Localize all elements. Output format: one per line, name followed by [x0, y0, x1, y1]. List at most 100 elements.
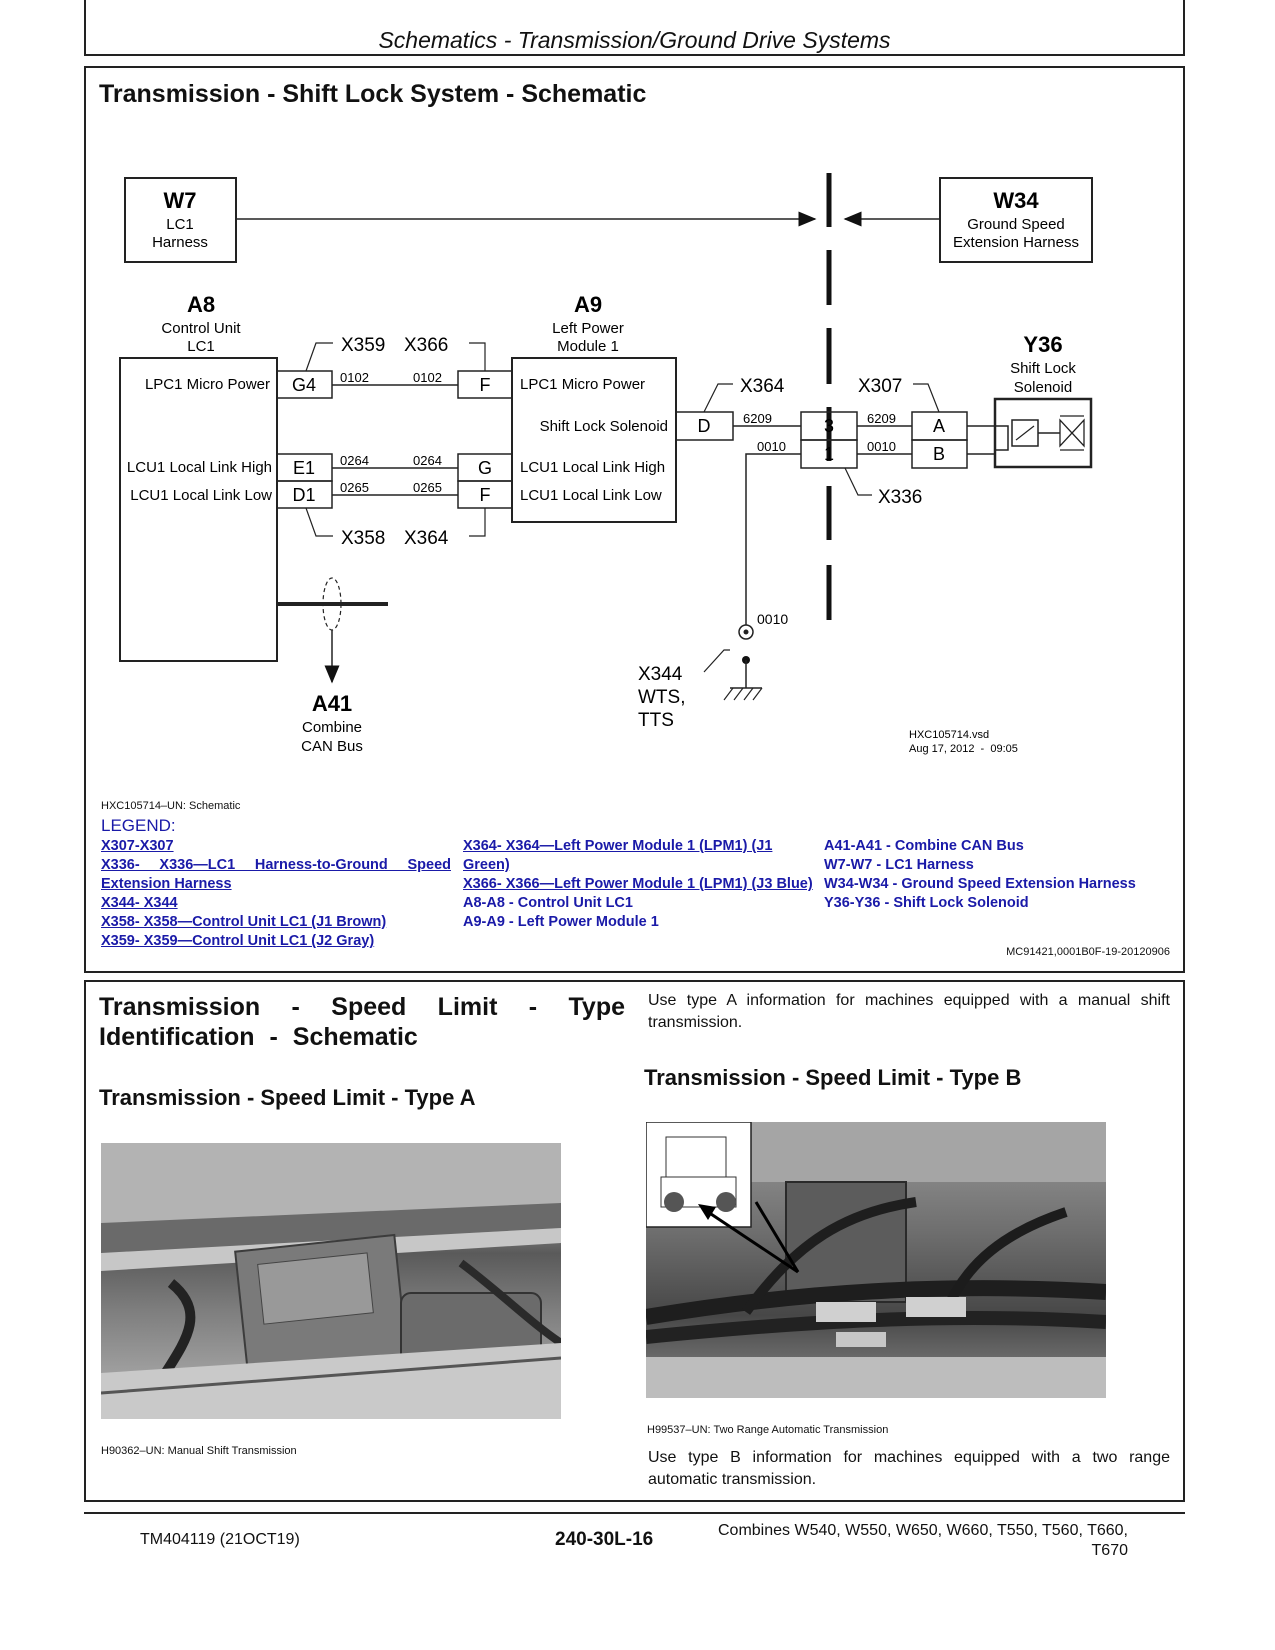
legend-item[interactable]: X344- X344: [101, 894, 451, 913]
a8-pin-lpc1: LPC1 Micro Power: [145, 376, 270, 393]
a9-pin-link-high: LCU1 Local Link High: [520, 459, 665, 476]
type-a-title: Transmission - Speed Limit - Type A: [99, 1085, 476, 1110]
w7-line1: LC1: [166, 216, 194, 233]
legend-link[interactable]: X364- X364—Left Power Module 1 (LPM1) (J…: [463, 838, 773, 873]
legend-heading: LEGEND:: [101, 816, 176, 835]
a8-id: A8: [187, 292, 215, 317]
legend-link[interactable]: X344- X344: [101, 895, 178, 911]
a9-pin-link-low: LCU1 Local Link Low: [520, 487, 662, 504]
pin-b: B: [933, 444, 945, 464]
speed-limit-outro: Use type B information for machines equi…: [648, 1449, 1170, 1488]
wire-6209-left: 6209: [743, 411, 772, 426]
legend-item[interactable]: X366- X366—Left Power Module 1 (LPM1) (J…: [463, 875, 813, 894]
a41-id: A41: [312, 691, 352, 716]
w7-id: W7: [164, 188, 197, 213]
footer-rule: [84, 1512, 1185, 1514]
a8-line1: Control Unit: [161, 320, 241, 337]
y36-box: [993, 397, 1093, 469]
legend-item[interactable]: X364- X364—Left Power Module 1 (LPM1) (J…: [463, 837, 813, 875]
legend-reference: MC91421,0001B0F-19-20120906: [1006, 946, 1170, 958]
w34-line2: Extension Harness: [953, 234, 1079, 251]
y36-id: Y36: [1023, 332, 1062, 357]
file-date: Aug 17, 2012 - 09:05: [909, 743, 1018, 755]
wire-0010-left: 0010: [757, 439, 786, 454]
legend-column-1: X307-X307 X336- X336—LC1 Harness-to-Grou…: [101, 837, 451, 951]
legend-link[interactable]: X366- X366—Left Power Module 1 (LPM1) (J…: [463, 876, 813, 892]
w34-id: W34: [993, 188, 1039, 213]
conn-x359: X359: [341, 335, 385, 356]
type-b-caption: H99537–UN: Two Range Automatic Transmiss…: [647, 1424, 889, 1436]
footer-doc-id: TM404119 (21OCT19): [140, 1531, 300, 1548]
legend-item: Y36-Y36 - Shift Lock Solenoid: [824, 895, 1029, 911]
pin-f2: F: [480, 485, 491, 505]
wire-6209-right: 6209: [867, 411, 896, 426]
a41-line2: CAN Bus: [301, 738, 363, 755]
schematic-title: Transmission - Shift Lock System - Schem…: [99, 80, 647, 108]
legend-item: W34-W34 - Ground Speed Extension Harness: [824, 876, 1136, 892]
legend-column-3: A41-A41 - Combine CAN Bus W7-W7 - LC1 Ha…: [824, 837, 1174, 913]
wire-0264-right: 0264: [413, 453, 442, 468]
wire-0102-right: 0102: [413, 370, 442, 385]
speed-limit-intro: Use type A information for machines equi…: [648, 992, 1170, 1031]
a9-pin-shift-lock: Shift Lock Solenoid: [540, 418, 668, 435]
wire-0010-ground: 0010: [757, 611, 788, 627]
pin-g: G: [478, 458, 492, 478]
legend-item[interactable]: X358- X358—Control Unit LC1 (J1 Brown): [101, 913, 451, 932]
y36-line2: Solenoid: [1014, 379, 1072, 396]
schematic-section: [84, 66, 1185, 973]
a9-id: A9: [574, 292, 602, 317]
two-range-automatic-transmission-photo: [646, 1122, 1106, 1398]
pin-d: D: [698, 416, 711, 436]
shift-lock-schematic-diagram: W7 LC1 Harness W34 Ground Speed Extensio…: [119, 173, 1093, 755]
pin-d1: D1: [292, 485, 315, 505]
footer-page-number: 240-30L-16: [555, 1529, 654, 1550]
conn-x364-upper: X364: [740, 376, 785, 397]
pin-g4: G4: [292, 375, 316, 395]
conn-x336: X336: [878, 487, 922, 508]
legend-item[interactable]: X307-X307: [101, 837, 451, 856]
a8-pin-link-low: LCU1 Local Link Low: [130, 487, 272, 504]
speed-limit-section: [84, 980, 1185, 1502]
conn-x364-lower: X364: [404, 528, 449, 549]
pin-e1: E1: [293, 458, 315, 478]
wire-0265-left: 0265: [340, 480, 369, 495]
pin-3: 3: [824, 416, 834, 436]
speed-limit-title: Transmission - Speed Limit - Type Identi…: [99, 993, 625, 1051]
a41-line1: Combine: [302, 719, 362, 736]
a9-line2: Module 1: [557, 338, 619, 355]
wire-0010-right: 0010: [867, 439, 896, 454]
a8-pin-link-high: LCU1 Local Link High: [127, 459, 272, 476]
pin-f1: F: [480, 375, 491, 395]
legend-link[interactable]: X307-X307: [101, 838, 174, 854]
legend-link[interactable]: X336- X336—LC1 Harness-to-Ground Speed E…: [101, 857, 451, 892]
x344-tts: TTS: [638, 710, 674, 731]
legend-column-2: X364- X364—Left Power Module 1 (LPM1) (J…: [463, 837, 813, 932]
a8-box: [119, 357, 278, 662]
legend-item: W7-W7 - LC1 Harness: [824, 857, 974, 873]
wire-0102-left: 0102: [340, 370, 369, 385]
a8-line2: LC1: [187, 338, 215, 355]
w7-box: [124, 177, 237, 263]
footer-models-line1: Combines W540, W550, W650, W660, T550, T…: [718, 1522, 1128, 1539]
legend-item: A41-A41 - Combine CAN Bus: [824, 838, 1024, 854]
schematic-caption: HXC105714–UN: Schematic: [101, 800, 241, 812]
pin-1: 1: [824, 444, 834, 464]
pin-a: A: [933, 416, 945, 436]
footer-models-line2: T670: [1091, 1542, 1128, 1559]
x344-label: X344: [638, 664, 683, 685]
page-header-title: Schematics - Transmission/Ground Drive S…: [378, 27, 891, 53]
a9-line1: Left Power: [552, 320, 624, 337]
a9-pin-lpc1: LPC1 Micro Power: [520, 376, 645, 393]
legend-link[interactable]: X358- X358—Control Unit LC1 (J1 Brown): [101, 914, 387, 930]
wire-0265-right: 0265: [413, 480, 442, 495]
type-a-caption: H90362–UN: Manual Shift Transmission: [101, 1445, 297, 1457]
conn-x366: X366: [404, 335, 448, 356]
y36-line1: Shift Lock: [1010, 360, 1076, 377]
wire-0264-left: 0264: [340, 453, 369, 468]
legend-item[interactable]: X336- X336—LC1 Harness-to-Ground Speed E…: [101, 856, 451, 894]
legend-link[interactable]: X359- X359—Control Unit LC1 (J2 Gray): [101, 933, 375, 949]
type-b-title: Transmission - Speed Limit - Type B: [644, 1065, 1022, 1090]
x344-wts: WTS,: [638, 687, 686, 708]
legend-item[interactable]: X359- X359—Control Unit LC1 (J2 Gray): [101, 932, 451, 951]
file-name: HXC105714.vsd: [909, 729, 989, 741]
